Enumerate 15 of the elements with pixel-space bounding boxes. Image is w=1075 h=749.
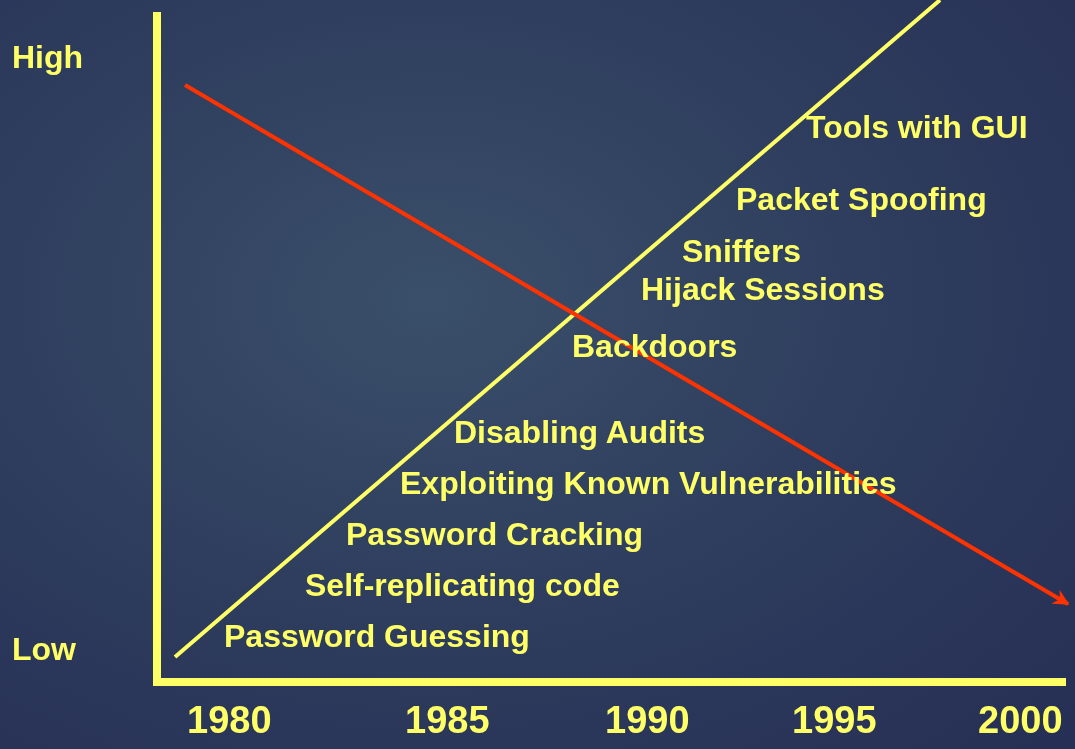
attack-label: Sniffers [682,234,802,270]
year-label: 1990 [605,700,690,742]
attack-label: Disabling Audits [454,415,706,451]
axis-label: Low [12,632,76,668]
year-label: 1985 [405,700,490,742]
attack-label: Hijack Sessions [641,272,885,308]
year-label: 1995 [792,700,877,742]
year-label: 1980 [187,700,272,742]
attack-label: Password Guessing [224,619,530,655]
attack-label: Packet Spoofing [736,182,987,218]
attack-label: Tools with GUI [806,110,1028,146]
year-label: 2000 [978,700,1063,742]
attack-label: Self-replicating code [305,568,620,604]
axis-label: High [12,40,84,76]
attack-label: Password Cracking [346,517,643,553]
